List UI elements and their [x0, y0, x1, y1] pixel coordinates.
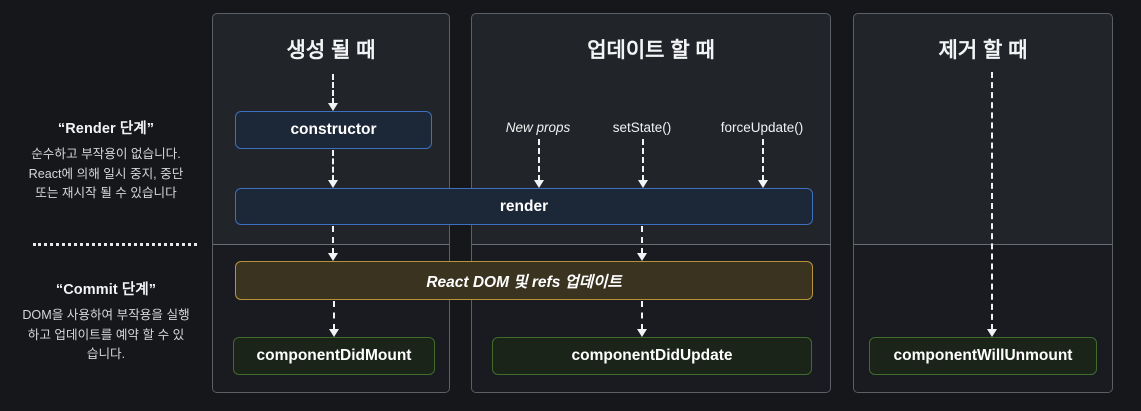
trigger-new-props: New props: [505, 120, 571, 135]
column-unmounting-title: 제거 할 때: [938, 39, 1028, 62]
legend-render-phase-title: “Render 단계”: [57, 121, 155, 137]
column-mounting-title: 생성 될 때: [286, 39, 376, 62]
lifecycle-box-component-will-unmount[interactable]: componentWillUnmount: [869, 337, 1097, 375]
arrow-render-to-reactdom-mount: [328, 226, 338, 261]
arrow-reactdom-to-did-update: [637, 301, 647, 337]
legend-phase-divider: [33, 243, 197, 246]
column-updating-title: 업데이트 할 때: [587, 39, 715, 62]
legend-commit-phase-title: “Commit 단계”: [55, 282, 157, 298]
lifecycle-box-component-did-update[interactable]: componentDidUpdate: [492, 337, 812, 375]
arrow-set-state-to-render: [638, 139, 648, 188]
arrow-constructor-to-render: [328, 150, 338, 188]
column-unmounting: 제거 할 때: [853, 13, 1113, 393]
legend-render-phase: “Render 단계” 순수하고 부작용이 없습니다. React에 의해 일시…: [0, 117, 212, 204]
trigger-force-update: forceUpdate(): [720, 120, 804, 135]
lifecycle-box-constructor[interactable]: constructor: [235, 111, 432, 149]
arrow-to-will-unmount: [987, 72, 997, 337]
trigger-set-state: setState(): [612, 120, 672, 135]
legend-commit-phase: “Commit 단계” DOM을 사용하여 부작용을 실행하고 업데이트를 예약…: [0, 278, 212, 365]
arrow-reactdom-to-did-mount: [329, 301, 339, 337]
arrow-to-constructor: [328, 74, 338, 111]
lifecycle-box-render[interactable]: render: [235, 188, 813, 225]
lifecycle-box-component-did-mount[interactable]: componentDidMount: [233, 337, 435, 375]
legend-commit-phase-description: DOM을 사용하여 부작용을 실행하고 업데이트를 예약 할 수 있습니다.: [22, 308, 190, 362]
arrow-render-to-reactdom-update: [637, 226, 647, 261]
lifecycle-box-react-dom-refs[interactable]: React DOM 및 refs 업데이트: [235, 261, 813, 300]
legend-render-phase-description: 순수하고 부작용이 없습니다. React에 의해 일시 중지, 중단 또는 재…: [28, 147, 184, 201]
arrow-force-update-to-render: [758, 139, 768, 188]
arrow-new-props-to-render: [534, 139, 544, 188]
